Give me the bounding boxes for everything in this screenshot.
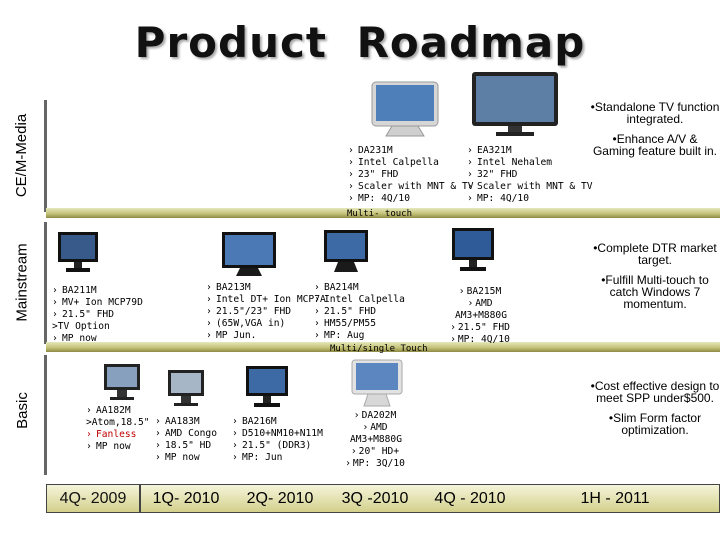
spec-item: BA216M bbox=[232, 416, 323, 428]
spec-item: HM55/PM55 bbox=[314, 318, 405, 330]
ba211m-product-image bbox=[56, 230, 100, 274]
spec-item: 21.5" FHD bbox=[52, 309, 143, 321]
spec-item: (65W,VGA in) bbox=[206, 318, 326, 330]
spec-item: 20" HD+ bbox=[340, 446, 410, 458]
ce-media-notes: Standalone TV function integrated. Enhan… bbox=[590, 101, 720, 165]
da231m-spec-list: DA231M Intel Calpella 23" FHD Scaler wit… bbox=[348, 145, 474, 205]
aa183m-spec-list: AA183M AMD Congo 18.5" HD MP now bbox=[155, 416, 217, 464]
spec-item: AM3+M880G bbox=[350, 434, 402, 445]
spec-item: Fanless bbox=[86, 429, 150, 441]
ba213m-spec-list: BA213M Intel DT+ Ion MCP7A 21.5"/23" FHD… bbox=[206, 282, 326, 342]
spec-item: 18.5" HD bbox=[155, 440, 217, 452]
timeline-cell-3q-2010: 3Q -2010 bbox=[341, 489, 409, 507]
spec-item: MP now bbox=[155, 452, 217, 464]
spec-item: MP: 4Q/10 bbox=[348, 193, 474, 205]
note-item: Standalone TV function integrated. bbox=[590, 101, 720, 125]
da202m-spec-list: DA202M AMD AM3+M880G 20" HD+ MP: 3Q/10 bbox=[340, 410, 410, 470]
spec-item: D510+NM10+N11M bbox=[232, 428, 323, 440]
ba216m-product-image bbox=[244, 364, 290, 410]
band-separator-bar bbox=[46, 342, 720, 352]
band-divider-line bbox=[44, 100, 47, 212]
note-item: Slim Form factor optimization. bbox=[590, 412, 720, 436]
spec-item: Scaler with MNT & TV bbox=[348, 181, 474, 193]
spec-item: AA183M bbox=[155, 416, 217, 428]
spec-item: AMD Congo bbox=[155, 428, 217, 440]
timeline-bar bbox=[140, 484, 720, 513]
spec-item: MV+ Ion MCP79D bbox=[52, 297, 143, 309]
spec-item: MP: 4Q/10 bbox=[440, 334, 520, 346]
spec-item: 21.5" FHD bbox=[440, 322, 520, 334]
band-divider-line bbox=[44, 355, 47, 475]
spec-item: MP: 4Q/10 bbox=[467, 193, 593, 205]
note-item: Cost effective design to meet SPP under$… bbox=[590, 380, 720, 404]
spec-item: Intel Nehalem bbox=[467, 157, 593, 169]
band-label-mainstream: Mainstream bbox=[13, 242, 31, 322]
note-item: Enhance A/V & Gaming feature built in. bbox=[590, 133, 720, 157]
multi-single-touch-tag: Multi/single Touch bbox=[330, 344, 428, 354]
spec-item: 32" FHD bbox=[467, 169, 593, 181]
spec-item: MP Jun. bbox=[206, 330, 326, 342]
ea321m-spec-list: EA321M Intel Nehalem 32" FHD Scaler with… bbox=[467, 145, 593, 205]
spec-item: 21.5"/23" FHD bbox=[206, 306, 326, 318]
ba215m-spec-list: BA215M AMD AM3+M880G 21.5" FHD MP: 4Q/10 bbox=[440, 286, 520, 346]
da202m-product-image bbox=[350, 358, 404, 408]
spec-item: MP: Jun bbox=[232, 452, 323, 464]
timeline-cell-4q-2010: 4Q - 2010 bbox=[434, 489, 506, 507]
timeline-cell-1q-2010: 1Q- 2010 bbox=[152, 489, 220, 507]
da231m-product-image bbox=[370, 78, 440, 138]
page-title: Product Roadmap bbox=[134, 18, 586, 67]
spec-item: DA202M bbox=[340, 410, 410, 422]
spec-item: EA321M bbox=[467, 145, 593, 157]
spec-item: 21.5" (DDR3) bbox=[232, 440, 323, 452]
spec-item: Intel Calpella bbox=[314, 294, 405, 306]
spec-item: Intel Calpella bbox=[348, 157, 474, 169]
spec-item: BA213M bbox=[206, 282, 326, 294]
spec-item: BA215M bbox=[440, 286, 520, 298]
spec-item: 23" FHD bbox=[348, 169, 474, 181]
ba215m-product-image bbox=[450, 226, 496, 274]
spec-item: AA182M bbox=[86, 405, 150, 417]
aa182m-product-image bbox=[102, 362, 142, 402]
spec-item: AMD bbox=[440, 298, 520, 310]
ba211m-spec-list: BA211M MV+ Ion MCP79D 21.5" FHD >TV Opti… bbox=[52, 285, 143, 345]
spec-item: Intel DT+ Ion MCP7A bbox=[206, 294, 326, 306]
spec-item: BA214M bbox=[314, 282, 405, 294]
band-divider-line bbox=[44, 222, 47, 344]
spec-item: >Atom,18.5" bbox=[86, 417, 150, 428]
note-item: Fulfill Multi-touch to catch Windows 7 m… bbox=[590, 274, 720, 310]
ba214m-product-image bbox=[322, 228, 370, 274]
spec-item: Scaler with MNT & TV bbox=[467, 181, 593, 193]
ba213m-product-image bbox=[220, 230, 278, 278]
spec-item: MP now bbox=[52, 333, 143, 345]
timeline-cell-2q-2010: 2Q- 2010 bbox=[246, 489, 314, 507]
ba214m-spec-list: BA214M Intel Calpella 21.5" FHD HM55/PM5… bbox=[314, 282, 405, 342]
spec-item: >TV Option bbox=[52, 321, 110, 332]
band-label-basic: Basic bbox=[13, 391, 31, 429]
note-item: Complete DTR market target. bbox=[590, 242, 720, 266]
ea321m-product-image bbox=[470, 70, 560, 138]
ba216m-spec-list: BA216M D510+NM10+N11M 21.5" (DDR3) MP: J… bbox=[232, 416, 323, 464]
spec-item: MP now bbox=[86, 441, 150, 453]
band-separator-bar bbox=[46, 208, 720, 218]
spec-item: MP: Aug bbox=[314, 330, 405, 342]
spec-item: BA211M bbox=[52, 285, 143, 297]
basic-notes: Cost effective design to meet SPP under$… bbox=[590, 380, 720, 444]
spec-item: AM3+M880G bbox=[455, 310, 507, 321]
aa182m-spec-list: AA182M >Atom,18.5" Fanless MP now bbox=[86, 405, 150, 453]
timeline-cell-1h-2011: 1H - 2011 bbox=[580, 489, 650, 507]
spec-item: DA231M bbox=[348, 145, 474, 157]
multi-touch-tag: Multi- touch bbox=[347, 209, 413, 219]
timeline-cell-4q-2009: 4Q- 2009 bbox=[46, 484, 140, 513]
mainstream-notes: Complete DTR market target. Fulfill Mult… bbox=[590, 242, 720, 318]
spec-item: 21.5" FHD bbox=[314, 306, 405, 318]
band-label-ce-media: CE/M-Media bbox=[13, 113, 31, 197]
spec-item: MP: 3Q/10 bbox=[340, 458, 410, 470]
spec-item: AMD bbox=[340, 422, 410, 434]
aa183m-product-image bbox=[166, 368, 206, 408]
